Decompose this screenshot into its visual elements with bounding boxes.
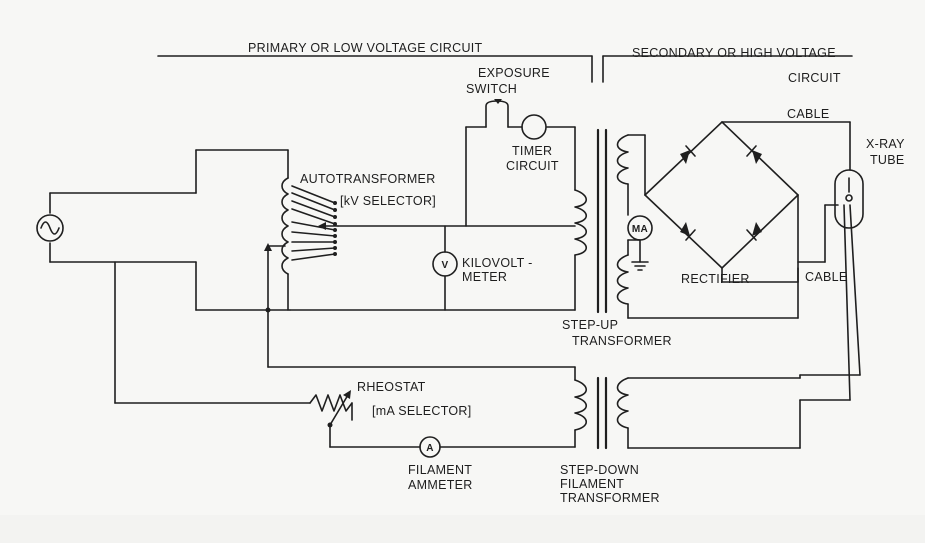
tube-label: TUBE — [870, 153, 905, 167]
meter-label: METER — [462, 270, 507, 284]
ammeter-label: AMMETER — [408, 478, 473, 492]
step-up-transformer — [574, 128, 799, 319]
step-down-label: STEP-DOWN — [560, 463, 639, 477]
filament-label: FILAMENT — [408, 463, 472, 477]
timer-circuit — [521, 114, 547, 140]
step-down-transformer-label: TRANSFORMER — [560, 491, 660, 505]
cable-top-label: CABLE — [787, 107, 830, 121]
xray-label: X-RAY — [866, 137, 905, 151]
xray-tube — [799, 169, 864, 401]
ground-icon — [631, 261, 649, 271]
sine-wave-icon — [40, 221, 60, 235]
rheostat — [309, 390, 353, 428]
step-down-filament-label: FILAMENT — [560, 477, 624, 491]
secondary-circuit-title-line2: CIRCUIT — [788, 71, 841, 85]
paper-background — [0, 0, 925, 515]
kv-selector-label: [kV SELECTOR] — [340, 194, 436, 208]
timer-label: TIMER — [512, 144, 552, 158]
kilovoltmeter — [432, 251, 458, 277]
step-down-transformer — [574, 374, 801, 450]
bridge-rectifier — [644, 121, 851, 319]
autotransformer-label: AUTOTRANSFORMER — [300, 172, 436, 186]
ac-source — [36, 192, 197, 263]
cable-bottom-label: CABLE — [805, 270, 848, 284]
primary-circuit-title: PRIMARY OR LOW VOLTAGE CIRCUIT — [248, 41, 483, 55]
exposure-label: EXPOSURE — [478, 66, 550, 80]
step-up-label: STEP-UP — [562, 318, 618, 332]
section-divider-lines — [157, 55, 853, 83]
filament-ammeter — [419, 436, 441, 458]
filament-ammeter-symbol: A — [426, 443, 434, 454]
secondary-circuit-title: SECONDARY OR HIGH VOLTAGE — [632, 46, 836, 60]
step-up-transformer-label: TRANSFORMER — [572, 334, 672, 348]
exposure-switch — [485, 99, 509, 128]
kilovolt-label: KILOVOLT - — [462, 256, 533, 270]
milliammeter — [627, 215, 653, 241]
rheostat-label: RHEOSTAT — [357, 380, 426, 394]
kilovoltmeter-symbol: V — [442, 260, 449, 271]
rectifier-label: RECTIFIER — [681, 272, 750, 286]
milliammeter-symbol: MA — [632, 224, 648, 235]
primary-wiring — [114, 126, 576, 448]
timer-circuit-label: CIRCUIT — [506, 159, 559, 173]
autotransformer — [264, 177, 339, 313]
switch-label: SWITCH — [466, 82, 517, 96]
ma-selector-label: [mA SELECTOR] — [372, 404, 472, 418]
